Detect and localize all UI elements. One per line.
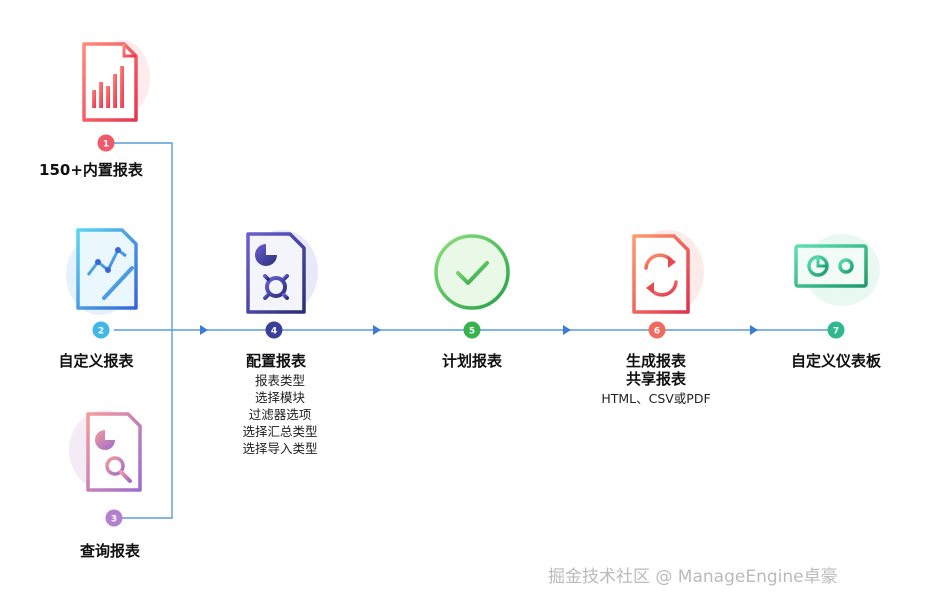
step-badge-2: 2 (92, 321, 110, 339)
config-option: 选择模块 (254, 390, 305, 405)
arrow-heads (200, 325, 758, 335)
svg-text:5: 5 (469, 327, 475, 337)
step-badge-6: 6 (648, 321, 666, 339)
check-circle-icon (434, 234, 510, 310)
svg-text:7: 7 (833, 327, 839, 337)
refresh-document-icon (632, 230, 704, 314)
config-option: 报表类型 (254, 373, 305, 388)
step-badge-4: 4 (265, 321, 283, 339)
svg-text:2: 2 (98, 327, 104, 337)
step-badge-7: 7 (827, 321, 845, 339)
step-badge-3: 3 (105, 509, 123, 527)
gear-document-icon (246, 230, 318, 314)
watermark: 掘金技术社区 @ ManageEngine卓豪 (548, 567, 838, 587)
step-label-1: 150+内置报表 (39, 161, 143, 179)
svg-text:4: 4 (271, 327, 277, 337)
step-label-3: 查询报表 (79, 542, 140, 560)
step-label-6b: 共享报表 (625, 370, 686, 388)
step-label-4: 配置报表 (245, 352, 306, 370)
step-label-7: 自定义仪表板 (790, 352, 881, 370)
step-label-5: 计划报表 (441, 352, 502, 370)
step-label-2: 自定义报表 (58, 352, 134, 370)
bar-chart-document-icon (82, 40, 150, 122)
export-formats: HTML、CSV或PDF (601, 391, 711, 406)
config-option: 选择汇总类型 (242, 424, 318, 439)
config-option: 过滤器选项 (248, 407, 312, 422)
svg-text:3: 3 (111, 515, 117, 525)
config-option: 选择导入类型 (242, 441, 318, 456)
step-badge-1: 1 (97, 134, 115, 152)
search-document-icon (69, 410, 142, 492)
dashboard-monitor-icon (794, 234, 880, 306)
step-label-6a: 生成报表 (625, 352, 686, 370)
config-options-list: 报表类型 选择模块 过滤器选项 选择汇总类型 选择导入类型 (216, 372, 344, 457)
svg-text:1: 1 (103, 140, 109, 150)
line-chart-document-icon (66, 228, 138, 315)
svg-text:6: 6 (654, 327, 660, 337)
step-badge-5: 5 (463, 321, 481, 339)
